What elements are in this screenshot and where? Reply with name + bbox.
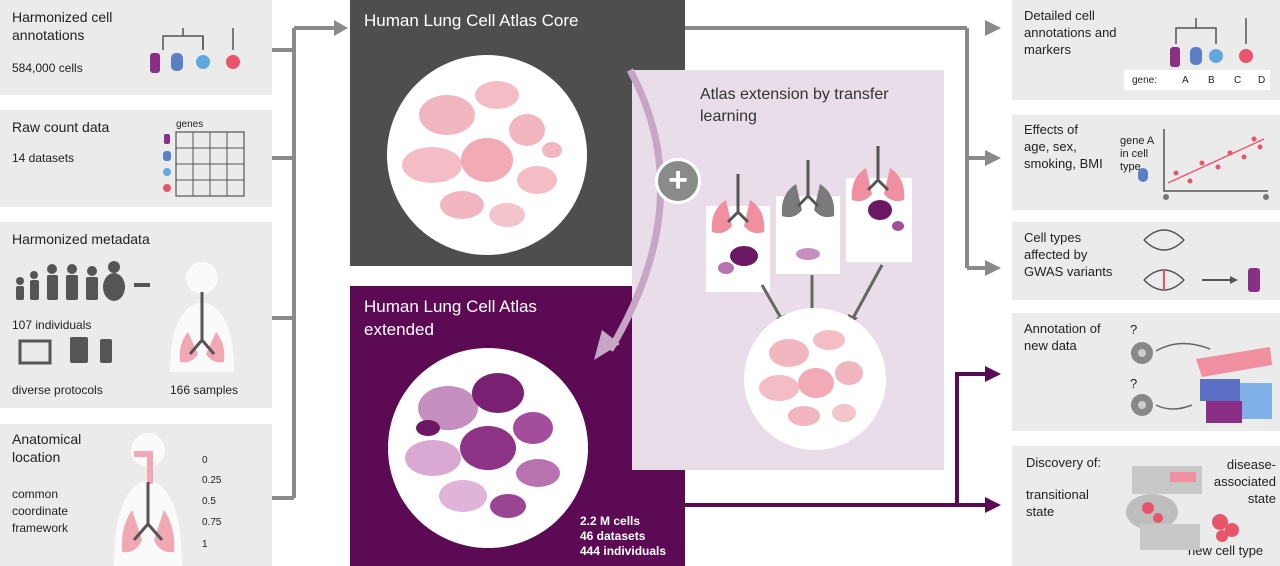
transitional-state-label: transitional state xyxy=(1026,487,1089,519)
extended-to-outputs-connector xyxy=(685,366,1001,513)
annotation-title: Annotation of new data xyxy=(1024,321,1101,353)
query-dataset-2 xyxy=(776,160,840,274)
discovery-cells-illustration xyxy=(1126,466,1239,550)
left-merge-connector xyxy=(272,20,348,500)
transfer-learning-box: Atlas extension by transfer learning xyxy=(632,70,944,470)
annotation-cells-illustration xyxy=(1131,342,1272,423)
cell-tree-icon xyxy=(150,28,240,73)
panel-metadata: Harmonized metadata 107 individuals dive… xyxy=(0,222,272,408)
effects-axis-label: gene A in cell type xyxy=(1120,135,1154,173)
plus-symbol: + xyxy=(668,161,688,199)
core-atlas-title: Human Lung Cell Atlas Core xyxy=(364,11,579,30)
stat-cells: 2.2 M cells xyxy=(580,514,641,528)
lung-body-icon xyxy=(170,262,234,372)
scale-1: 1 xyxy=(202,539,208,550)
scale-075: 0.75 xyxy=(202,517,222,528)
new-cell-type-label: new cell type xyxy=(1188,543,1264,558)
gene-d: D xyxy=(1258,75,1266,86)
unknown-mark-2: ? xyxy=(1130,376,1138,391)
raw-count-datasets: 14 datasets xyxy=(12,151,75,165)
panel-effects: Effects of age, sex, smoking, BMI gene A… xyxy=(1012,115,1280,210)
disease-state-label: disease-associated state xyxy=(1213,457,1276,506)
scale-0: 0 xyxy=(202,455,208,466)
gwas-title: Cell types affected by GWAS variants xyxy=(1024,230,1113,279)
panel-markers: Detailed cell annotations and markers ge… xyxy=(1012,0,1280,100)
marker-tree-icon xyxy=(1170,18,1253,67)
core-to-outputs-connector xyxy=(685,20,1001,276)
unknown-mark-1: ? xyxy=(1130,322,1138,337)
gene-b: B xyxy=(1208,75,1215,86)
individuals-count: 107 individuals xyxy=(12,318,92,332)
plus-icon: + xyxy=(655,158,701,204)
scale-025: 0.25 xyxy=(202,475,222,486)
stat-datasets: 46 datasets xyxy=(580,529,646,543)
query-dataset-1 xyxy=(706,174,770,292)
protocols-label: diverse protocols xyxy=(12,383,103,397)
panel-gwas: Cell types affected by GWAS variants xyxy=(1012,222,1280,300)
dna-icon xyxy=(1143,229,1260,292)
scale-05: 0.5 xyxy=(202,496,216,507)
panel-discovery: Discovery of: disease-associated state t… xyxy=(1012,446,1280,566)
core-to-extended-arrow xyxy=(594,68,665,360)
panel-raw-count: Raw count data 14 datasets genes xyxy=(0,110,272,207)
metadata-title: Harmonized metadata xyxy=(12,231,150,247)
count-matrix-grid xyxy=(163,131,245,197)
people-icon xyxy=(16,261,150,301)
extended-atlas-title: Human Lung Cell Atlas extended xyxy=(364,297,537,339)
query-dataset-3 xyxy=(846,146,912,262)
cell-annotations-count: 584,000 cells xyxy=(12,61,83,75)
transfer-learning-title: Atlas extension by transfer learning xyxy=(700,86,889,125)
protocol-devices-icon xyxy=(18,337,112,365)
panel-anatomical: Anatomical location common coordinate fr… xyxy=(0,424,272,566)
gene-label: gene: xyxy=(1132,75,1158,86)
markers-title: Detailed cell annotations and markers xyxy=(1024,8,1117,57)
samples-count: 166 samples xyxy=(170,383,239,397)
extended-atlas-box: Human Lung Cell Atlas extended 2.2 M cel… xyxy=(350,286,685,566)
gene-c: C xyxy=(1234,75,1242,86)
genes-label: genes xyxy=(176,119,204,130)
discovery-title: Discovery of: xyxy=(1026,455,1102,470)
anatomical-title: Anatomical location xyxy=(12,431,82,465)
extended-umap-circle xyxy=(388,348,588,548)
panel-cell-annotations: Harmonized cell annotations 584,000 cell… xyxy=(0,0,272,95)
core-umap-circle xyxy=(387,55,587,255)
extended-umap-clusters xyxy=(405,373,560,518)
gene-a: A xyxy=(1182,75,1189,86)
core-umap-clusters xyxy=(402,81,562,227)
airway-body-icon xyxy=(114,433,182,566)
stat-individuals: 444 individuals xyxy=(580,544,667,558)
merged-umap-clusters xyxy=(759,330,863,426)
cell-annotations-title: Harmonized cell annotations xyxy=(12,9,113,43)
raw-count-title: Raw count data xyxy=(12,119,110,135)
effects-title: Effects of age, sex, smoking, BMI xyxy=(1024,122,1103,171)
effects-scatter-plot xyxy=(1163,129,1269,200)
gene-legend-box xyxy=(1124,70,1270,90)
merged-umap-circle xyxy=(744,308,886,450)
core-atlas-box: Human Lung Cell Atlas Core xyxy=(350,0,685,266)
panel-annotation: Annotation of new data ? ? xyxy=(1012,313,1280,431)
coordinate-framework-label: common coordinate framework xyxy=(12,487,69,535)
effects-cell-icon xyxy=(1138,168,1148,182)
